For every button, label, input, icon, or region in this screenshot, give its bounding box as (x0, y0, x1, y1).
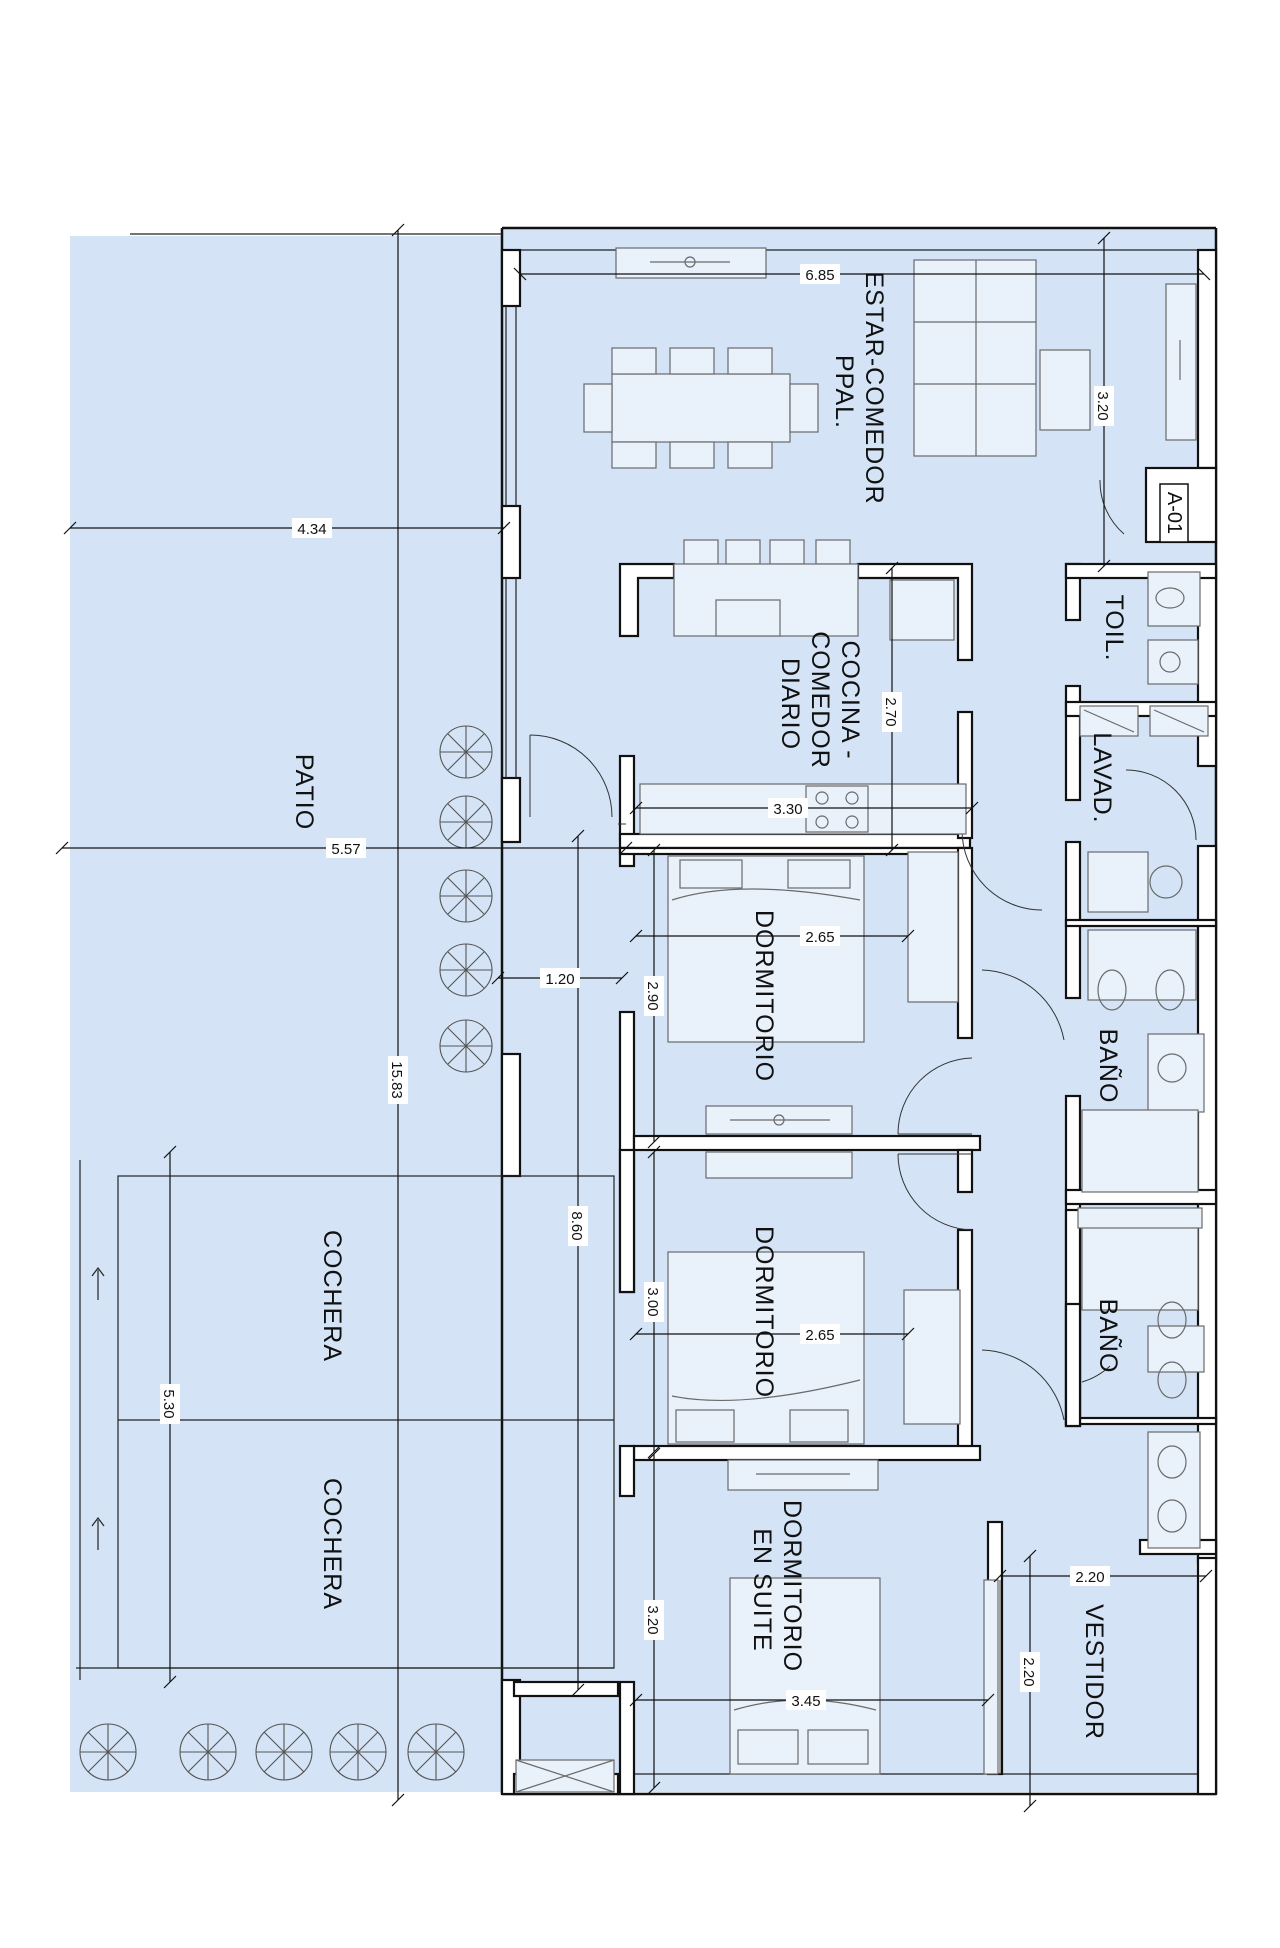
dim-2-70: 2.70 (882, 697, 899, 726)
dim-3-30: 3.30 (773, 801, 802, 818)
background-fills (70, 228, 1216, 1792)
room-label-vestidor: VESTIDOR (1080, 1604, 1108, 1740)
dim-3-45: 3.45 (791, 1693, 820, 1710)
room-label-lavadero: LAVAD. (1088, 732, 1116, 823)
plant-icon (255, 1723, 313, 1781)
room-label-toilette: TOIL. (1100, 594, 1128, 661)
cocina-line-1: COCINA - (836, 640, 864, 759)
room-label-estar-comedor: ESTAR-COMEDOR PPAL. (830, 271, 888, 512)
dim-2-90: 2.90 (644, 981, 661, 1010)
dim-2-65-a: 2.65 (805, 929, 834, 946)
estar-line-2: PPAL. (830, 355, 858, 429)
dim-4-34: 4.34 (297, 521, 326, 538)
plant-icon (439, 869, 493, 923)
dim-5-57: 5.57 (331, 841, 360, 858)
dim-1-20: 1.20 (545, 971, 574, 988)
room-label-cochera-2: COCHERA (318, 1478, 346, 1610)
room-label-dormitorio-2: DORMITORIO (750, 1226, 778, 1398)
furniture (515, 247, 1209, 1793)
dim-3-20-mid: 3.20 (644, 1605, 661, 1634)
plant-icon (329, 1723, 387, 1781)
plant-icon (439, 1019, 493, 1073)
plant-icon (439, 725, 493, 779)
dim-6-85: 6.85 (805, 267, 834, 284)
plant-icon (439, 943, 493, 997)
dim-3-00: 3.00 (644, 1287, 661, 1316)
dim-2-20-a: 2.20 (1075, 1569, 1104, 1586)
plant-icon (179, 1723, 237, 1781)
dim-2-20-b: 2.20 (1020, 1657, 1037, 1686)
dim-5-30: 5.30 (160, 1389, 177, 1418)
patio-area (70, 236, 502, 1160)
dimension-labels: 6.85 4.34 3.30 5.57 2.65 1.20 2.65 2.20 … (292, 264, 1110, 1710)
room-label-suite: DORMITORIO EN SUITE (748, 1500, 806, 1680)
plants (79, 725, 493, 1781)
cochera-outline (76, 1160, 615, 1680)
suite-line-1: DORMITORIO (778, 1500, 806, 1672)
room-label-dormitorio-1: DORMITORIO (750, 910, 778, 1082)
room-label-bano-1: BAÑO (1094, 1029, 1123, 1104)
plan-tag-label: A-01 (1163, 492, 1185, 534)
room-label-cocina: COCINA - COMEDOR DIARIO (776, 631, 864, 777)
room-label-bano-2: BAÑO (1094, 1299, 1123, 1374)
plan-tag: A-01 (1159, 483, 1189, 543)
suite-line-2: EN SUITE (748, 1528, 776, 1651)
cocina-line-3: DIARIO (776, 658, 804, 750)
plant-icon (79, 1723, 137, 1781)
dim-8-60: 8.60 (568, 1211, 585, 1240)
dim-2-65-b: 2.65 (805, 1327, 834, 1344)
room-labels: ESTAR-COMEDOR PPAL. COCINA - COMEDOR DIA… (290, 271, 1128, 1740)
doors (529, 479, 1197, 1421)
plant-icon (407, 1723, 465, 1781)
dim-3-20-top: 3.20 (1094, 391, 1111, 420)
dimension-labels-vertical: 3.20 2.70 2.90 15.83 8.60 5.30 3.00 3.20… (160, 386, 1114, 1692)
room-label-patio: PATIO (290, 754, 318, 830)
cocina-line-2: COMEDOR (806, 631, 834, 769)
estar-line-1: ESTAR-COMEDOR (860, 271, 888, 504)
dim-15-83: 15.83 (388, 1061, 405, 1099)
room-label-cochera-1: COCHERA (318, 1230, 346, 1362)
plant-icon (439, 795, 493, 849)
